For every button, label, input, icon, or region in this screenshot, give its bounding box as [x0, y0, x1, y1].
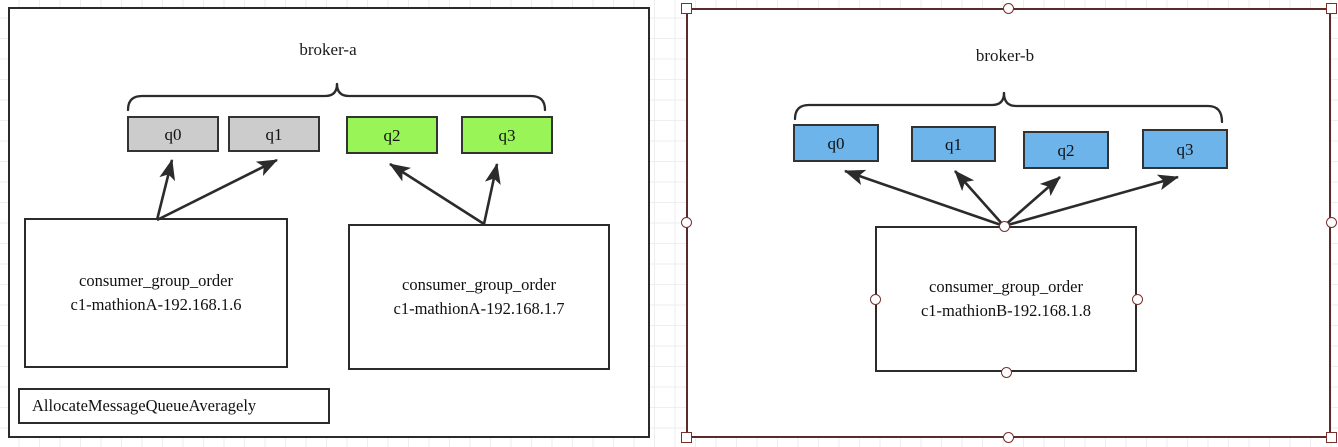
- consumer-instance-id: c1-mathionA-192.168.1.7: [393, 299, 565, 318]
- queue-label: q1: [945, 134, 962, 154]
- queue-label: q0: [827, 133, 845, 153]
- queue-label: q3: [498, 125, 516, 145]
- consumer-group-name: consumer_group_order: [79, 271, 233, 291]
- queue-box-b-q3[interactable]: q3: [1142, 129, 1228, 169]
- shape-handle-middle-left[interactable]: [870, 294, 881, 305]
- selection-handle-top-right[interactable]: [1326, 3, 1337, 14]
- selection-handle-bottom-left[interactable]: [681, 432, 692, 443]
- consumer-box-a-1[interactable]: consumer_group_order c1-mathionA-192.168…: [24, 218, 288, 368]
- consumer-instance-id: c1-mathionA-192.168.1.6: [70, 295, 242, 314]
- allocate-strategy-label[interactable]: AllocateMessageQueueAveragely: [18, 388, 330, 424]
- queue-label: q3: [1176, 139, 1194, 159]
- consumer-group-name: consumer_group_order: [929, 277, 1083, 297]
- selection-handle-top-center[interactable]: [1003, 3, 1014, 14]
- queue-box-a-q3[interactable]: q3: [461, 116, 553, 154]
- consumer-instance-id: c1-mathionB-192.168.1.8: [920, 301, 1092, 320]
- selection-handle-middle-right[interactable]: [1326, 217, 1337, 228]
- strategy-text: AllocateMessageQueueAveragely: [32, 396, 257, 415]
- broker-b-title: broker-b: [975, 46, 1035, 65]
- queue-box-b-q0[interactable]: q0: [793, 124, 879, 162]
- selection-handle-top-left[interactable]: [681, 3, 692, 14]
- consumer-group-name: consumer_group_order: [402, 275, 556, 295]
- consumer-box-b-1[interactable]: consumer_group_order c1-mathionB-192.168…: [875, 226, 1137, 372]
- selection-handle-middle-left[interactable]: [681, 217, 692, 228]
- queue-box-b-q2[interactable]: q2: [1023, 131, 1109, 169]
- queue-label: q0: [164, 124, 182, 144]
- queue-box-a-q0[interactable]: q0: [127, 116, 219, 152]
- queue-label: q2: [1057, 140, 1075, 160]
- selection-handle-bottom-right[interactable]: [1326, 432, 1337, 443]
- queue-label: q2: [383, 125, 401, 145]
- broker-a-title: broker-a: [299, 40, 357, 59]
- queue-label: q1: [265, 124, 283, 144]
- shape-handle-top-center[interactable]: [999, 221, 1010, 232]
- queue-box-a-q1[interactable]: q1: [228, 116, 320, 152]
- selection-handle-bottom-center[interactable]: [1003, 432, 1014, 443]
- queue-box-a-q2[interactable]: q2: [346, 116, 438, 154]
- shape-handle-middle-right[interactable]: [1132, 294, 1143, 305]
- consumer-box-a-2[interactable]: consumer_group_order c1-mathionA-192.168…: [348, 224, 610, 370]
- queue-box-b-q1[interactable]: q1: [911, 126, 996, 162]
- shape-handle-bottom-center[interactable]: [1001, 367, 1012, 378]
